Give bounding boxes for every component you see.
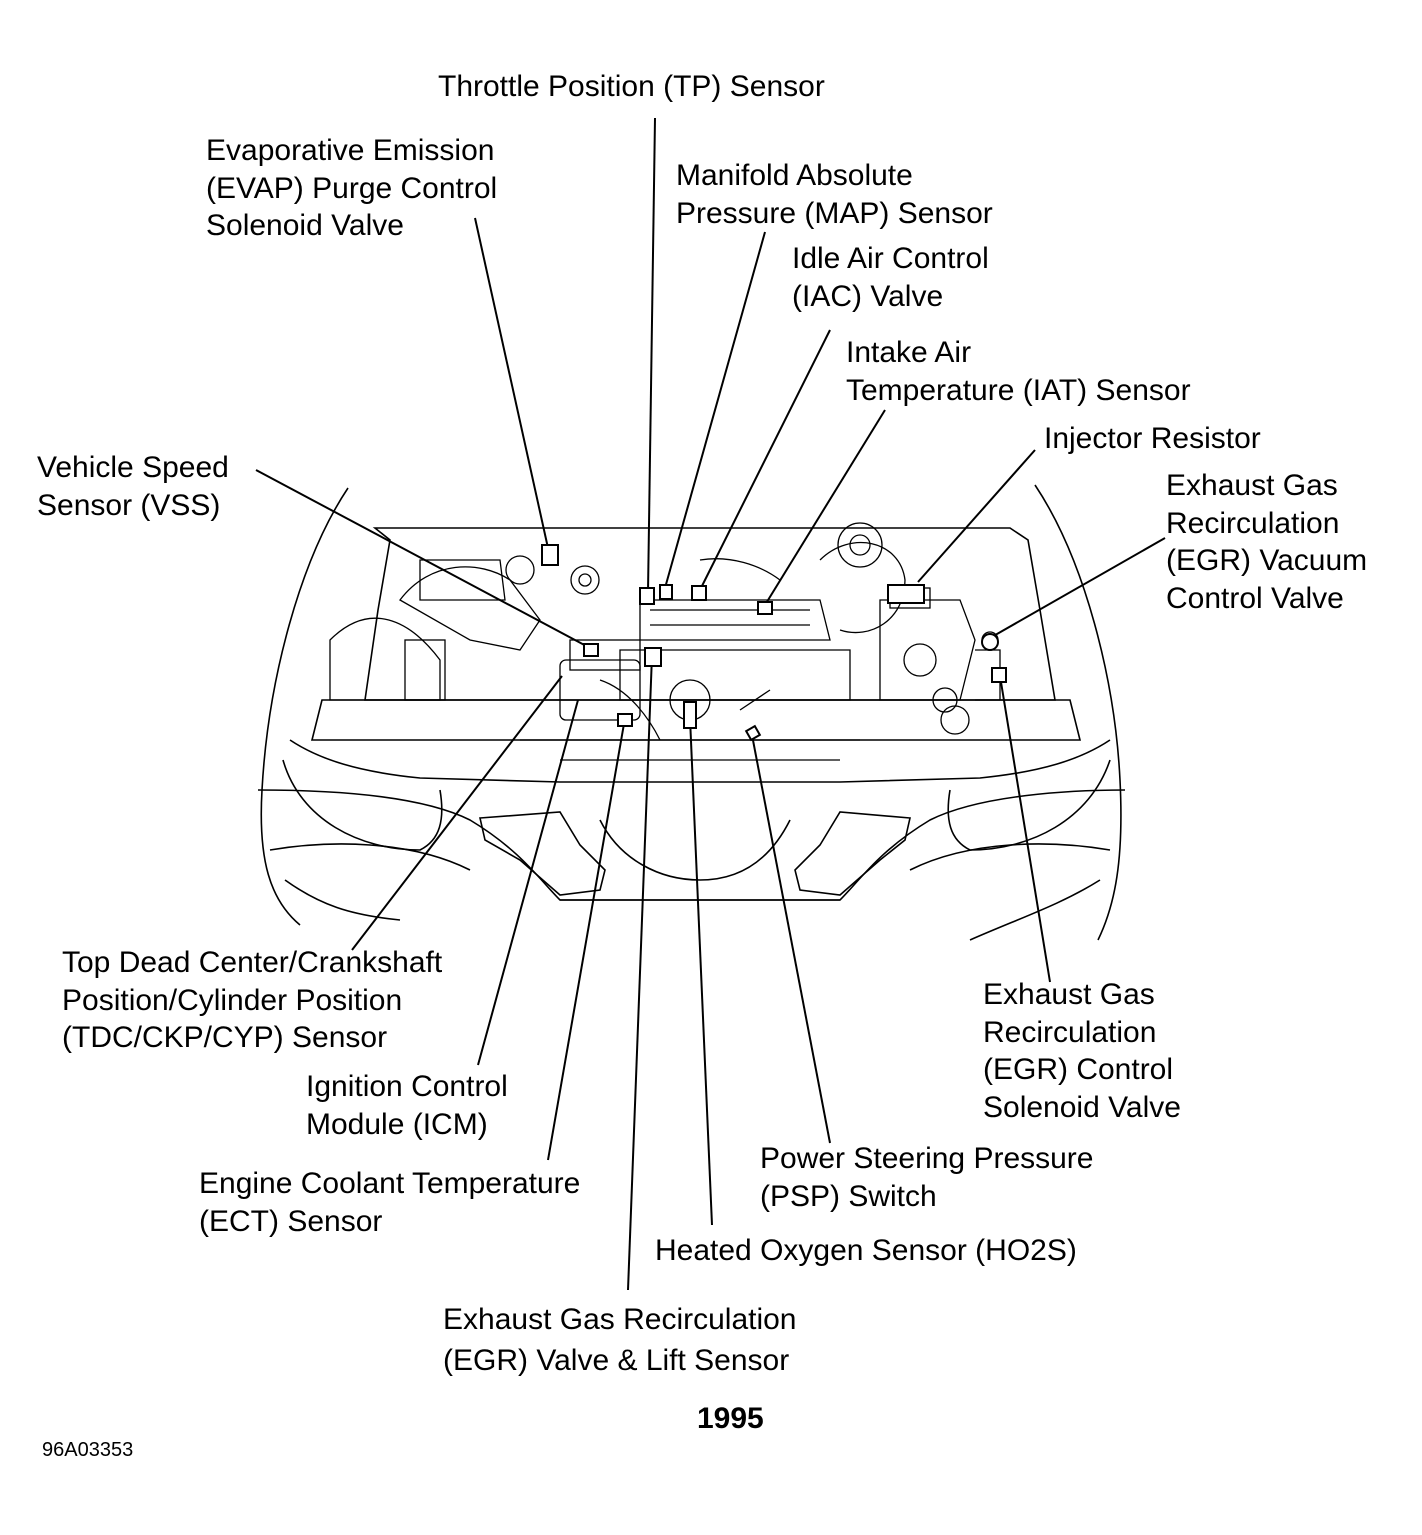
label-egr-vacuum-control-valve: Exhaust Gas Recirculation (EGR) Vacuum C… <box>1166 469 1368 615</box>
leader-egr-vacuum <box>989 537 1166 639</box>
label-iat-sensor: Intake Air Temperature (IAT) Sensor <box>846 336 1191 407</box>
leader-tdc <box>351 675 563 951</box>
year-label: 1995 <box>697 1402 764 1435</box>
iat-sensor-marker <box>757 601 773 615</box>
label-ect-sensor: Engine Coolant Temperature (ECT) Sensor <box>199 1167 581 1238</box>
label-map-sensor: Manifold Absolute Pressure (MAP) Sensor <box>676 159 993 230</box>
leader-ect <box>547 717 626 1161</box>
figure-id: 96A03353 <box>42 1439 134 1461</box>
leader-map-sensor <box>664 231 766 589</box>
leader-psp <box>751 734 831 1144</box>
ho2s-marker <box>683 701 697 729</box>
label-psp-switch: Power Steering Pressure (PSP) Switch <box>760 1142 1094 1213</box>
label-egr-control-solenoid: Exhaust Gas Recirculation (EGR) Control … <box>983 978 1181 1124</box>
car-body-outline <box>257 484 1126 941</box>
injector-resistor-marker <box>887 584 925 604</box>
leader-iac-valve <box>699 329 831 591</box>
leader-iat-sensor <box>764 409 886 606</box>
leader-injector-resistor <box>917 449 1036 583</box>
leader-evap <box>474 217 549 549</box>
label-ho2s: Heated Oxygen Sensor (HO2S) <box>655 1234 1077 1267</box>
tp-sensor-marker <box>639 587 655 605</box>
egr-control-marker <box>991 667 1007 683</box>
component-markers <box>541 544 1007 742</box>
leader-tp-sensor <box>647 117 656 593</box>
evap-valve-marker <box>541 544 559 566</box>
label-tdc-ckp-cyp-sensor: Top Dead Center/Crankshaft Position/Cyli… <box>62 946 443 1054</box>
psp-switch-marker <box>744 724 762 742</box>
egr-vacuum-marker <box>981 633 999 651</box>
egr-valve-marker <box>644 647 662 667</box>
engine-bay-details <box>329 522 1001 761</box>
label-iac-valve: Idle Air Control (IAC) Valve <box>792 242 989 313</box>
vss-marker <box>583 643 599 657</box>
map-sensor-marker <box>659 584 673 600</box>
iac-valve-marker <box>691 585 707 601</box>
label-egr-valve-lift-sensor: Exhaust Gas Recirculation (EGR) Valve & … <box>443 1303 797 1377</box>
label-icm: Ignition Control Module (ICM) <box>306 1070 508 1141</box>
label-injector-resistor: Injector Resistor <box>1044 422 1261 455</box>
leader-vss <box>255 469 591 649</box>
leader-lines <box>255 117 1166 1291</box>
label-evap-purge-valve: Evaporative Emission (EVAP) Purge Contro… <box>206 134 498 242</box>
leader-egr-control <box>999 675 1051 983</box>
leader-egr-valve <box>627 654 653 1291</box>
label-vss: Vehicle Speed Sensor (VSS) <box>37 451 229 522</box>
leader-icm <box>477 699 579 1066</box>
ect-sensor-marker <box>617 713 633 727</box>
label-tp-sensor: Throttle Position (TP) Sensor <box>438 70 825 103</box>
leader-ho2s <box>689 717 713 1226</box>
